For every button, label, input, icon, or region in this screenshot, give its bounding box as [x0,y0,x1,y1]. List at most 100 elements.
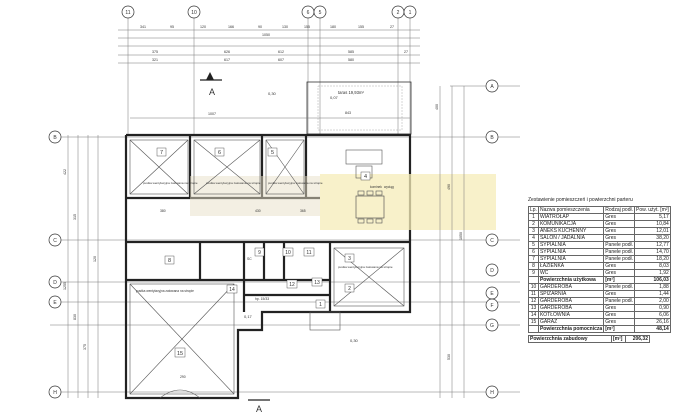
svg-text:0,07: 0,07 [330,95,339,100]
header-cell: Lp. [528,206,539,214]
misc-labels: kominek wyciąg 0,17 0,30 hp. 15/33 SC 38… [160,185,394,379]
svg-text:321: 321 [152,58,158,62]
right-axis-bubbles: A B C D E F G H [485,79,499,399]
svg-text:9: 9 [258,250,261,256]
svg-text:kominek: kominek [370,185,382,189]
room-schedule-table: Zestawienie pomieszczeń i powierzchni pa… [528,197,671,343]
svg-text:12: 12 [289,282,295,288]
corridor-highlight [190,176,320,216]
axis-label: 5 [319,10,322,16]
svg-text:375: 375 [152,50,158,54]
svg-text:0,17: 0,17 [244,314,253,319]
svg-text:341: 341 [140,25,146,29]
svg-text:8: 8 [168,258,171,264]
svg-text:13: 13 [314,280,320,286]
svg-text:380: 380 [160,209,166,213]
svg-text:27: 27 [390,25,394,29]
svg-text:B: B [490,135,494,141]
axis-label: 10 [191,10,197,16]
svg-text:617: 617 [224,58,230,62]
svg-text:wyciąg: wyciąg [384,185,394,189]
svg-text:585: 585 [348,50,354,54]
svg-text:120: 120 [93,256,97,262]
svg-text:H: H [490,390,494,396]
svg-text:1007: 1007 [208,112,216,116]
ventilation-voids [129,139,405,395]
svg-text:SC: SC [247,257,252,261]
right-vertical-dims: 400 490 1050 530 [435,86,465,398]
axis-label: 2 [397,10,400,16]
svg-text:B: B [53,135,57,141]
svg-text:530: 530 [447,354,451,360]
svg-text:0,30: 0,30 [350,338,359,343]
svg-text:7: 7 [160,150,163,156]
top-dimension-chains: 341 95 120 166 90 130 155 180 155 27 105… [118,25,420,64]
svg-text:G: G [490,323,494,329]
svg-text:pustka wentylacyjna zatowana n: pustka wentylacyjna zatowana na stropie [136,289,194,293]
svg-text:A: A [209,87,215,97]
svg-text:0,30: 0,30 [268,91,277,96]
svg-text:C: C [53,238,57,244]
svg-text:95: 95 [170,25,174,29]
svg-text:130: 130 [282,25,288,29]
svg-text:E: E [490,291,494,297]
total-row: Powierzchnia zabudowy [m²] 206,32 [528,335,650,343]
axis-label: 1 [409,10,412,16]
header-cell: Pow. użyt. [m²] [634,206,671,214]
svg-text:10: 10 [285,250,291,256]
svg-text:F: F [490,303,493,309]
top-axis-bubbles: 11 10 6 5 2 1 [121,5,417,19]
svg-text:155: 155 [358,25,364,29]
svg-text:843: 843 [345,111,351,115]
svg-text:pustka wentylacyjna zatowana n: pustka wentylacyjna zatowana na stropie [338,265,393,269]
svg-text:14: 14 [229,287,235,293]
svg-text:430: 430 [255,209,261,213]
terrace: taras 19,93m² 0,30 0,07 843 1007 [130,81,412,135]
svg-text:4: 4 [364,174,367,180]
svg-text:E: E [53,300,57,306]
svg-text:pustka wentylacyjna zatowana n: pustka wentylacyjna zatowana na stropie [268,181,323,185]
svg-text:6: 6 [218,150,221,156]
svg-text:120: 120 [200,25,206,29]
svg-text:1050: 1050 [459,232,463,240]
svg-text:1: 1 [319,302,322,308]
svg-text:166: 166 [228,25,234,29]
axis-label: 6 [307,10,310,16]
svg-text:pustka wentylacyjna zatowana n: pustka wentylacyjna zatowana na stropie [206,181,261,185]
svg-text:626: 626 [224,50,230,54]
svg-text:1050: 1050 [262,33,270,37]
living-area-highlight [320,174,496,230]
svg-text:422: 422 [63,169,67,175]
svg-text:180: 180 [330,25,336,29]
header-cell: Rodzaj podł. [603,206,636,214]
svg-text:365: 365 [300,209,306,213]
svg-text:11: 11 [306,250,311,256]
svg-text:5: 5 [271,150,274,156]
header-cell: Nazwa pomieszczenia [537,206,605,214]
svg-text:1255: 1255 [63,282,67,290]
svg-text:580: 580 [348,58,354,62]
room-numbers: 7 6 5 4 8 9 10 11 14 15 12 13 3 2 1 [156,147,371,358]
garage-door [159,311,341,399]
ventilation-notes: pustka wentylacyjna zatowana na stropie … [136,181,393,293]
svg-text:D: D [490,268,494,274]
svg-text:830: 830 [73,314,77,320]
svg-text:hp. 15/33: hp. 15/33 [255,297,269,301]
table-caption: Zestawienie pomieszczeń i powierzchni pa… [528,197,633,203]
svg-text:C: C [490,238,494,244]
left-axis-bubbles: B C D E H [48,130,62,399]
svg-text:375: 375 [83,344,87,350]
subtotal-row: Powierzchnia użytkowa[m²]106,03 [528,276,671,284]
svg-text:612: 612 [278,50,284,54]
svg-text:15: 15 [177,351,183,357]
svg-text:27: 27 [404,50,408,54]
table-header-row: Lp. Nazwa pomieszczenia Rodzaj podł. Pow… [528,206,671,214]
left-vertical-dims: 422 315 120 830 375 1255 [63,135,99,398]
